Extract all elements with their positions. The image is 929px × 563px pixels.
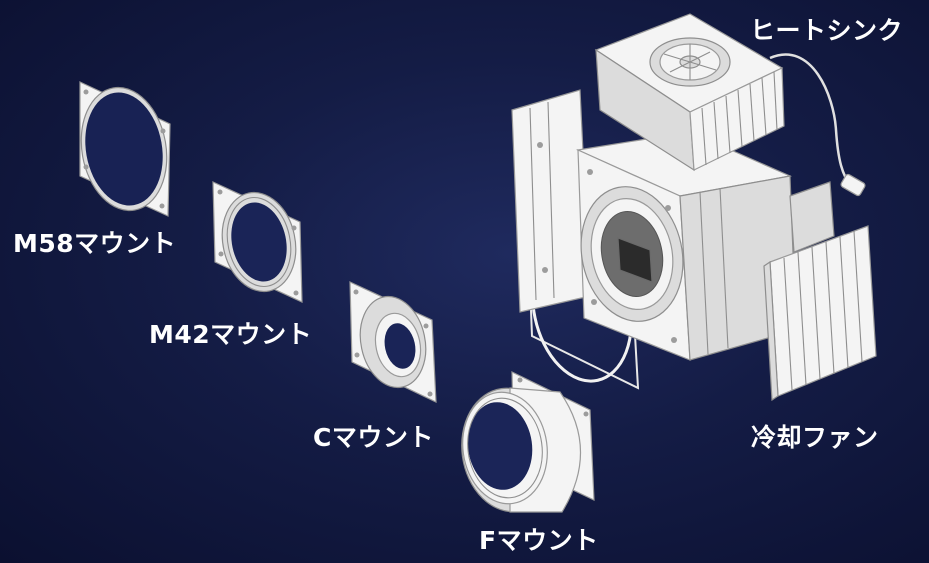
m58-mount-part (79, 81, 171, 217)
m42-mount-part (212, 181, 303, 303)
label-m58-mount: M58マウント (13, 229, 177, 258)
label-f-mount: Fマウント (479, 526, 599, 555)
cooling-fan-part (763, 181, 877, 402)
f-mount-part (461, 371, 595, 513)
label-cooling-fan: 冷却ファン (751, 423, 879, 452)
label-heatsink: ヒートシンク (750, 16, 904, 45)
label-c-mount: Cマウント (313, 423, 434, 452)
label-m42-mount: M42マウント (149, 320, 313, 349)
heatsink-part (594, 13, 866, 197)
c-mount-part (349, 281, 437, 403)
